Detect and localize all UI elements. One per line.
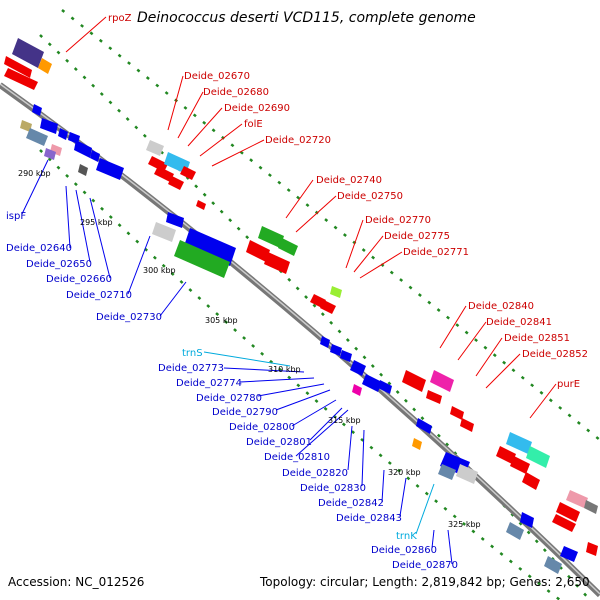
gene-label-rpoZ: rpoZ xyxy=(108,13,132,24)
red-gene-label-6: Deide_02750 xyxy=(337,191,403,202)
blue-gene-label-16: Deide_02843 xyxy=(336,513,402,524)
red-gene-label-11: Deide_02841 xyxy=(486,317,552,328)
red-gene-label-12: Deide_02851 xyxy=(504,333,570,344)
cyan-gene-labels: trnS trnK xyxy=(182,348,417,542)
blue-gene-label-10: Deide_02800 xyxy=(229,422,295,433)
leader-line xyxy=(65,16,107,53)
map-title: Deinococcus deserti VCD115, complete gen… xyxy=(137,10,476,26)
kbp-tick-6: 320 kbp xyxy=(388,468,421,477)
accession-label: Accession: NC_012526 xyxy=(8,575,144,589)
topology-label: Topology: circular; Length: 2,819,842 bp… xyxy=(259,575,590,589)
reverse-features-5 xyxy=(506,512,598,574)
forward-features-2 xyxy=(246,226,342,314)
reverse-features-4 xyxy=(412,418,478,484)
blue-gene-label-9: Deide_02790 xyxy=(212,407,278,418)
red-gene-label-4: Deide_02720 xyxy=(265,135,331,146)
blue-gene-label-14: Deide_02830 xyxy=(300,483,366,494)
red-gene-label-5: Deide_02740 xyxy=(316,175,382,186)
blue-gene-label-7: Deide_02774 xyxy=(176,378,242,389)
blue-gene-label-4: Deide_02710 xyxy=(66,290,132,301)
cyan-gene-label-0: trnS xyxy=(182,348,203,359)
blue-gene-label-13: Deide_02820 xyxy=(282,468,348,479)
reverse-features-2 xyxy=(152,212,236,278)
red-gene-label-3: folE xyxy=(244,119,263,130)
kbp-tick-1: 295 kbp xyxy=(80,218,113,227)
blue-gene-label-5: Deide_02730 xyxy=(96,312,162,323)
blue-gene-label-6: Deide_02773 xyxy=(158,363,224,374)
red-gene-labels: Deide_02670Deide_02680Deide_02690folEDei… xyxy=(184,71,588,390)
forward-features-3 xyxy=(402,370,474,432)
blue-leader-lines xyxy=(21,159,453,565)
cyan-gene-label-1: trnK xyxy=(396,531,417,542)
red-gene-label-8: Deide_02775 xyxy=(384,231,450,242)
red-gene-label-2: Deide_02690 xyxy=(224,103,290,114)
red-gene-label-10: Deide_02840 xyxy=(468,301,534,312)
reverse-features-3 xyxy=(320,336,392,396)
blue-gene-label-15: Deide_02842 xyxy=(318,498,384,509)
red-gene-label-14: purE xyxy=(557,379,580,390)
blue-gene-label-17: Deide_02860 xyxy=(371,545,437,556)
blue-gene-label-0: ispF xyxy=(6,211,26,222)
kbp-tick-3: 305 kbp xyxy=(205,316,238,325)
red-gene-label-13: Deide_02852 xyxy=(522,349,588,360)
dotted-tracks xyxy=(39,9,600,600)
kbp-tick-2: 300 kbp xyxy=(143,266,176,275)
kbp-tick-0: 290 kbp xyxy=(18,169,51,178)
forward-features-1 xyxy=(146,140,206,210)
blue-gene-labels: ispFDeide_02640Deide_02650Deide_02660Dei… xyxy=(6,211,458,571)
forward-features-4 xyxy=(496,432,598,532)
blue-gene-label-12: Deide_02810 xyxy=(264,452,330,463)
blue-gene-label-8: Deide_02780 xyxy=(196,393,262,404)
blue-gene-label-18: Deide_02870 xyxy=(392,560,458,571)
blue-gene-label-1: Deide_02640 xyxy=(6,243,72,254)
kbp-tick-4: 310 kbp xyxy=(268,365,301,374)
red-gene-label-9: Deide_02771 xyxy=(403,247,469,258)
blue-gene-label-2: Deide_02650 xyxy=(26,259,92,270)
red-gene-label-1: Deide_02680 xyxy=(203,87,269,98)
kbp-ticks: 290 kbp 295 kbp 300 kbp 305 kbp 310 kbp 315 k… xyxy=(18,169,481,529)
feature-group-rpoZ xyxy=(4,38,52,90)
kbp-tick-7: 325 kbp xyxy=(448,520,481,529)
red-gene-label-0: Deide_02670 xyxy=(184,71,250,82)
red-gene-label-7: Deide_02770 xyxy=(365,215,431,226)
kbp-tick-5: 315 kbp xyxy=(328,416,361,425)
cyan-leader-lines xyxy=(203,351,435,535)
blue-gene-label-11: Deide_02801 xyxy=(246,437,312,448)
red-leader-lines xyxy=(167,75,557,419)
reverse-features-1 xyxy=(20,104,124,180)
blue-gene-label-3: Deide_02660 xyxy=(46,274,112,285)
